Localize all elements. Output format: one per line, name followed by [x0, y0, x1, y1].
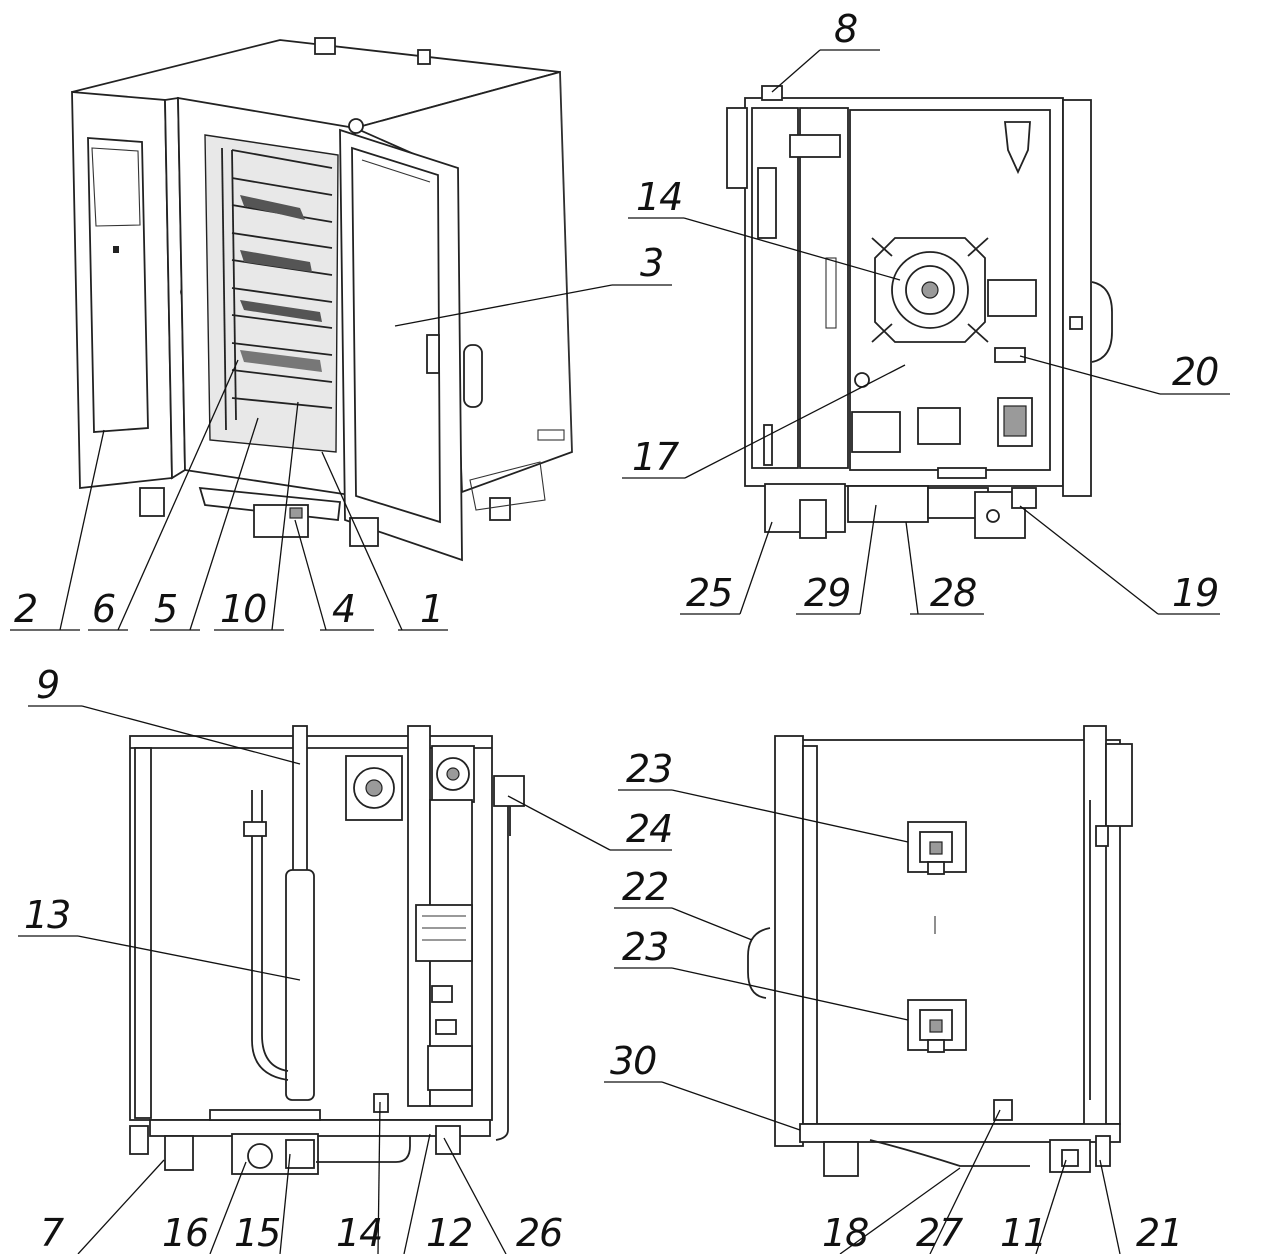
callout-27: 27: [916, 1211, 963, 1254]
callout-7: 7: [40, 1211, 64, 1254]
door-edge: [1062, 99, 1092, 497]
callout-18: 18: [822, 1211, 868, 1254]
right-side-frame: [799, 739, 1121, 1125]
callout-labels: 2 6 5 10 4 1 3 8 14 20 17 25 29 28 19 9 …: [14, 7, 1219, 1254]
steam-generator: [285, 869, 315, 1101]
callout-10: 10: [220, 587, 266, 631]
callout-26: 26: [516, 1211, 562, 1254]
rear-foot: [164, 1135, 194, 1171]
overflow-pipe: [251, 790, 289, 1081]
right-foot: [823, 1141, 859, 1177]
callout-9: 9: [36, 663, 59, 707]
callout-24: 24: [626, 807, 672, 851]
fan-motor: [871, 237, 989, 343]
contactor-block: [851, 411, 901, 453]
callout-2: 2: [14, 587, 37, 631]
callout-12: 12: [426, 1211, 472, 1254]
callout-11: 11: [1000, 1211, 1046, 1254]
leader-lines: [10, 49, 1230, 1254]
front-foot: [139, 487, 165, 517]
callout-25: 25: [686, 571, 732, 615]
callout-30: 30: [610, 1039, 656, 1083]
callout-1: 1: [420, 587, 443, 631]
door-latch: [426, 334, 440, 374]
rear-view: [129, 725, 525, 1175]
callout-20: 20: [1172, 350, 1218, 394]
drain-hose: [869, 1139, 1030, 1167]
callout-19: 19: [1172, 571, 1218, 615]
callout-23-upper: 23: [626, 747, 672, 791]
door-glass: [351, 146, 441, 524]
callout-16: 16: [162, 1211, 208, 1254]
flue-pipe: [292, 725, 308, 877]
callout-28: 28: [930, 571, 976, 615]
door-profile: [774, 735, 804, 1147]
tray-rack: [221, 147, 333, 431]
rear-bracket: [1105, 743, 1133, 827]
valve-assembly: [1003, 121, 1031, 175]
callout-5: 5: [154, 587, 177, 631]
water-inlet-valve: [847, 485, 929, 523]
callout-14-side: 14: [636, 175, 682, 219]
top-nozzle: [417, 49, 431, 65]
callout-3: 3: [640, 241, 663, 285]
temperature-sensor: [994, 347, 1026, 363]
hinge-upper: [907, 821, 967, 875]
callout-6: 6: [92, 587, 115, 631]
hinge-lower: [907, 999, 967, 1053]
transformer: [987, 279, 1037, 317]
top-chimney: [761, 85, 783, 101]
top-vent-fitting: [314, 37, 336, 55]
callout-23-lower: 23: [622, 925, 668, 969]
right-side-view: [747, 725, 1133, 1177]
water-connection: [493, 775, 525, 807]
callout-17: 17: [632, 435, 679, 479]
left-side-panel-view: [726, 85, 1113, 539]
control-display: [87, 137, 149, 433]
callout-8: 8: [834, 7, 857, 51]
callout-4: 4: [332, 587, 355, 631]
callout-21: 21: [1136, 1211, 1182, 1254]
side-handle: [463, 344, 483, 408]
door-handle: [1091, 281, 1113, 363]
callout-29: 29: [804, 571, 850, 615]
callout-13: 13: [24, 893, 70, 937]
control-button: [113, 246, 119, 253]
front-isometric-view: [71, 37, 573, 562]
callout-22: 22: [622, 865, 668, 909]
callout-15: 15: [234, 1211, 280, 1254]
door-handle-right: [747, 927, 771, 999]
side-bracket: [726, 107, 748, 189]
callout-14-rear: 14: [336, 1211, 382, 1254]
